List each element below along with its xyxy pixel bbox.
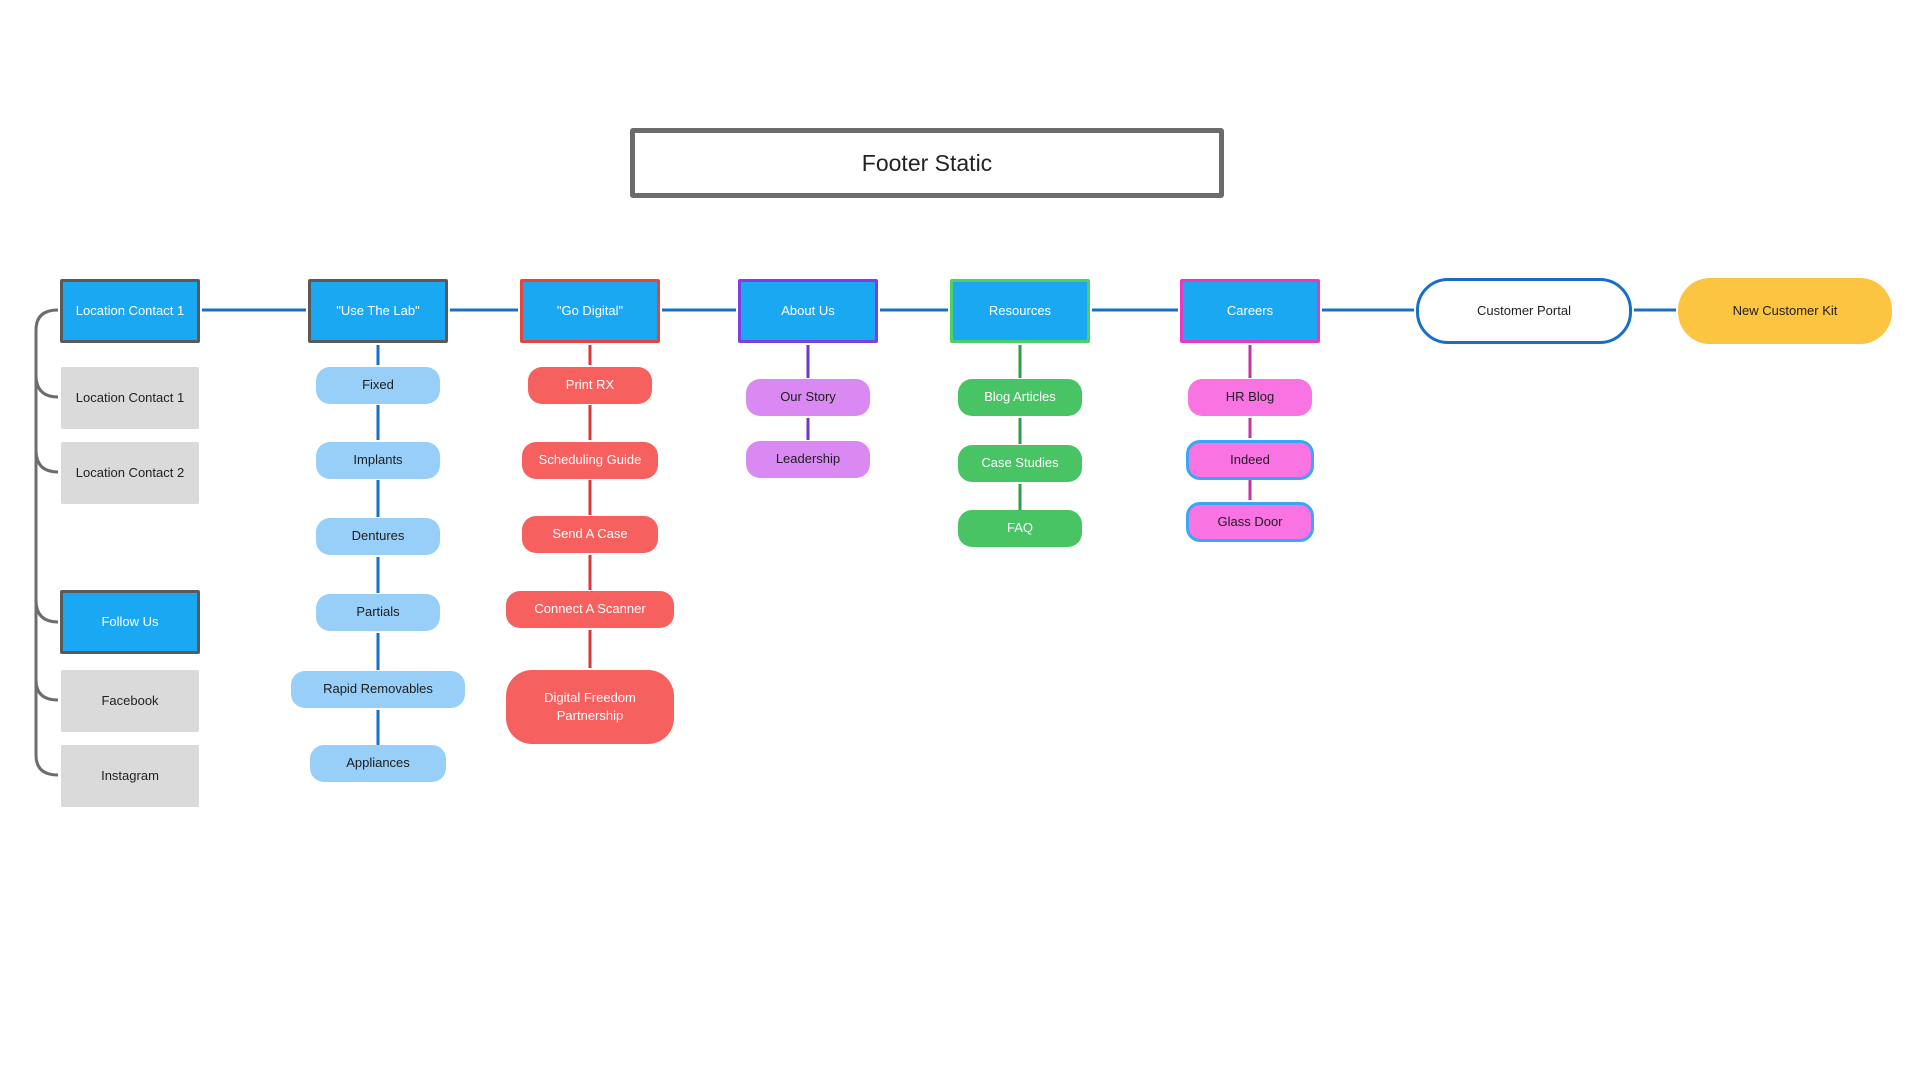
facebook-node[interactable]: Facebook — [61, 670, 199, 732]
new-customer-kit-node[interactable]: New Customer Kit — [1678, 278, 1892, 344]
scheduling-guide-node[interactable]: Scheduling Guide — [522, 442, 658, 479]
digital-freedom-partnership-node[interactable]: Digital Freedom Partnership — [506, 670, 674, 744]
use-the-lab-header-node[interactable]: "Use The Lab" — [308, 279, 448, 343]
rapid-removables-node[interactable]: Rapid Removables — [291, 671, 465, 708]
careers-header-node[interactable]: Careers — [1180, 279, 1320, 343]
follow-us-header-node[interactable]: Follow Us — [60, 590, 200, 654]
blog-articles-node[interactable]: Blog Articles — [958, 379, 1082, 416]
indeed-node[interactable]: Indeed — [1186, 440, 1314, 480]
leadership-node[interactable]: Leadership — [746, 441, 870, 478]
about-us-header-node[interactable]: About Us — [738, 279, 878, 343]
instagram-node[interactable]: Instagram — [61, 745, 199, 807]
our-story-node[interactable]: Our Story — [746, 379, 870, 416]
print-rx-node[interactable]: Print RX — [528, 367, 652, 404]
fixed-node[interactable]: Fixed — [316, 367, 440, 404]
send-a-case-node[interactable]: Send A Case — [522, 516, 658, 553]
partials-node[interactable]: Partials — [316, 594, 440, 631]
implants-node[interactable]: Implants — [316, 442, 440, 479]
appliances-node[interactable]: Appliances — [310, 745, 446, 782]
location-contact-2-node[interactable]: Location Contact 2 — [61, 442, 199, 504]
glass-door-node[interactable]: Glass Door — [1186, 502, 1314, 542]
faq-node[interactable]: FAQ — [958, 510, 1082, 547]
customer-portal-node[interactable]: Customer Portal — [1416, 278, 1632, 344]
resources-header-node[interactable]: Resources — [950, 279, 1090, 343]
connect-a-scanner-node[interactable]: Connect A Scanner — [506, 591, 674, 628]
dentures-node[interactable]: Dentures — [316, 518, 440, 555]
location-contact-1-node[interactable]: Location Contact 1 — [61, 367, 199, 429]
location-header-node[interactable]: Location Contact 1 — [60, 279, 200, 343]
go-digital-header-node[interactable]: "Go Digital" — [520, 279, 660, 343]
hr-blog-node[interactable]: HR Blog — [1188, 379, 1312, 416]
case-studies-node[interactable]: Case Studies — [958, 445, 1082, 482]
page-title: Footer Static — [630, 128, 1224, 198]
